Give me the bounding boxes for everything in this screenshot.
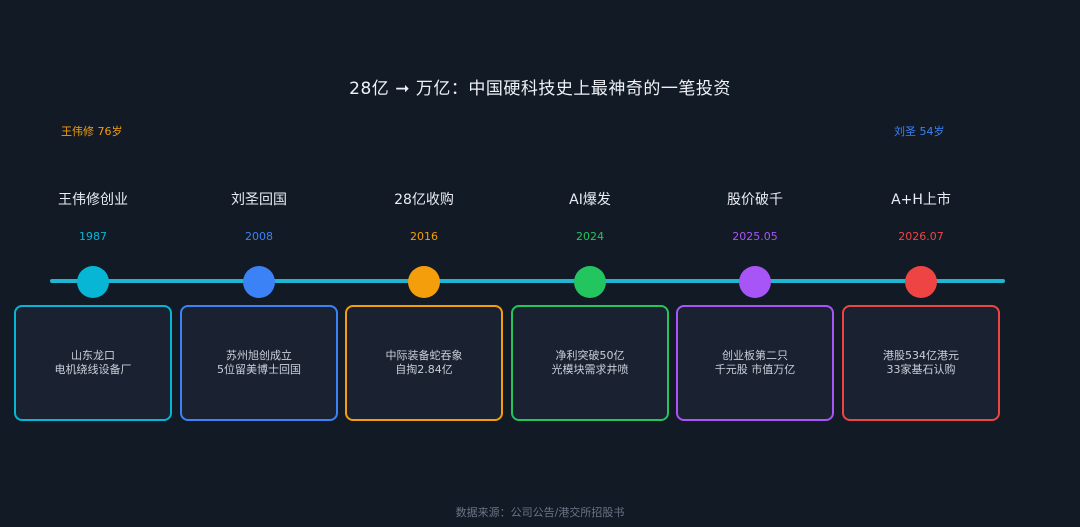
- timeline-event: AI爆发 2024 净利突破50亿 光模块需求井喷: [511, 0, 669, 527]
- event-title: 刘圣回国: [231, 192, 287, 208]
- event-desc-line2: 光模块需求井喷: [551, 363, 629, 376]
- event-card: 净利突破50亿 光模块需求井喷: [511, 305, 669, 421]
- person-label-left: 王伟修 76岁: [61, 125, 123, 138]
- event-desc-line1: 中际装备蛇吞象: [385, 349, 463, 362]
- event-date: 2008: [245, 230, 273, 243]
- event-date: 2016: [410, 230, 438, 243]
- event-card: 苏州旭创成立 5位留美博士回国: [180, 305, 338, 421]
- timeline-event: A+H上市 2026.07 港股534亿港元 33家基石认购: [842, 0, 1000, 527]
- event-date: 1987: [79, 230, 107, 243]
- event-desc-line1: 港股534亿港元: [883, 349, 959, 362]
- event-desc-line1: 山东龙口: [71, 349, 115, 362]
- event-desc-line2: 千元股 市值万亿: [714, 363, 796, 376]
- timeline-dot: [408, 266, 440, 298]
- timeline-event: 王伟修创业 1987 山东龙口 电机绕线设备厂: [14, 0, 172, 527]
- timeline-event: 股价破千 2025.05 创业板第二只 千元股 市值万亿: [676, 0, 834, 527]
- timeline-dot: [77, 266, 109, 298]
- event-desc-line2: 5位留美博士回国: [217, 363, 301, 376]
- event-desc-line1: 创业板第二只: [722, 349, 788, 362]
- event-desc-line2: 自掏2.84亿: [395, 363, 453, 376]
- event-date: 2026.07: [898, 230, 944, 243]
- source-note: 数据来源：公司公告/港交所招股书: [455, 506, 625, 519]
- event-title: 28亿收购: [394, 192, 454, 208]
- person-label-right: 刘圣 54岁: [894, 125, 945, 138]
- timeline-dot: [243, 266, 275, 298]
- event-desc-line2: 电机绕线设备厂: [54, 363, 132, 376]
- timeline-event: 刘圣回国 2008 苏州旭创成立 5位留美博士回国: [180, 0, 338, 527]
- event-title: AI爆发: [569, 192, 611, 208]
- timeline-dot: [905, 266, 937, 298]
- event-desc-line1: 苏州旭创成立: [226, 349, 292, 362]
- event-title: A+H上市: [891, 192, 951, 208]
- page-title: 28亿 ➞ 万亿：中国硬科技史上最神奇的一笔投资: [349, 79, 731, 99]
- timeline-line: [50, 279, 1005, 283]
- event-card: 山东龙口 电机绕线设备厂: [14, 305, 172, 421]
- event-title: 股价破千: [727, 192, 783, 208]
- event-card: 创业板第二只 千元股 市值万亿: [676, 305, 834, 421]
- event-card: 港股534亿港元 33家基石认购: [842, 305, 1000, 421]
- event-date: 2025.05: [732, 230, 778, 243]
- event-date: 2024: [576, 230, 604, 243]
- event-desc-line1: 净利突破50亿: [555, 349, 625, 362]
- event-card: 中际装备蛇吞象 自掏2.84亿: [345, 305, 503, 421]
- event-title: 王伟修创业: [58, 192, 128, 208]
- timeline-event: 28亿收购 2016 中际装备蛇吞象 自掏2.84亿: [345, 0, 503, 527]
- timeline-dot: [574, 266, 606, 298]
- timeline-dot: [739, 266, 771, 298]
- event-desc-line2: 33家基石认购: [886, 363, 956, 376]
